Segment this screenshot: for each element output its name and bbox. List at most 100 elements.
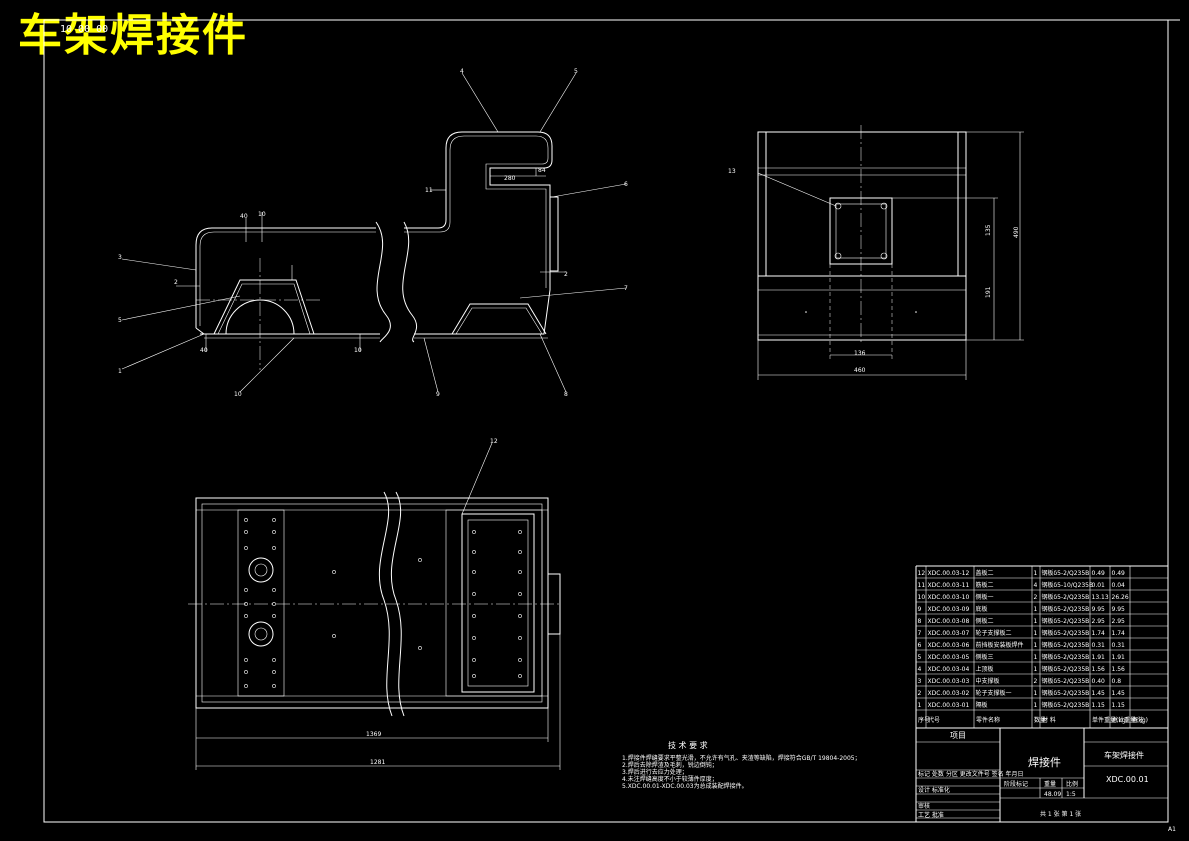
mounting-hole <box>418 646 422 650</box>
mounting-hole <box>244 546 248 550</box>
bom-cell-code: XDC.00.03-05 <box>928 654 970 661</box>
bom-cell-no: 9 <box>918 606 922 613</box>
title-block: 项目 焊接件 车架焊接件 XDC.00.01 阶段标记 重量 比例 48.09 … <box>915 727 1169 823</box>
bom-cell-w2: 9.95 <box>1112 606 1126 613</box>
bom-cell-name: 前挡板安装板焊件 <box>976 641 1024 649</box>
bom-cell-w2: 0.49 <box>1112 570 1126 577</box>
bom-cell-code: XDC.00.03-06 <box>928 642 970 649</box>
bom-cell-code: XDC.00.03-09 <box>928 606 970 613</box>
bom-cell-w2: 1.74 <box>1112 630 1126 637</box>
bom-cell-qty: 1 <box>1034 702 1038 709</box>
bom-cell-mat: 钢板δ5-2/Q235B <box>1042 677 1090 685</box>
dim-460: 460 <box>854 367 866 374</box>
bom-cell-qty: 1 <box>1034 654 1038 661</box>
bom-cell-code: XDC.00.03-12 <box>928 570 970 577</box>
sheet-size-label: A1 <box>1168 826 1176 833</box>
balloon-8: 8 <box>564 391 568 398</box>
mounting-hole <box>518 674 522 678</box>
bom-cell-qty: 1 <box>1034 570 1038 577</box>
bom-cell-no: 11 <box>918 582 926 589</box>
bom-cell-qty: 1 <box>1034 666 1038 673</box>
scale-label: 比例 <box>1066 780 1078 788</box>
mounting-hole <box>244 518 248 522</box>
mounting-hole <box>244 684 248 688</box>
bom-cell-code: XDC.00.03-04 <box>928 666 970 673</box>
bom-cell-w1: 0.01 <box>1092 582 1106 589</box>
bom-cell-code: XDC.00.03-07 <box>928 630 970 637</box>
dim-490: 490 <box>1013 226 1020 238</box>
bom-cell-name: 隔板 <box>976 701 988 709</box>
bom-cell-w1: 1.45 <box>1092 690 1106 697</box>
balloon-5: 5 <box>574 68 578 75</box>
tech-req-line-4: 4.未注焊缝高度不小于较薄件厚度； <box>622 775 718 783</box>
bom-cell-w1: 13.13 <box>1092 594 1109 601</box>
balloon-2: 5 <box>118 317 122 324</box>
bom-header-qty: 数量 <box>1034 716 1046 724</box>
bom-cell-mat: 钢板δ5-2/Q235B <box>1042 665 1090 673</box>
mounting-hole <box>272 530 276 534</box>
mounting-hole <box>272 588 276 592</box>
bom-cell-mat: 钢板δ5-10/Q235B <box>1042 581 1094 589</box>
mounting-hole <box>272 546 276 550</box>
bom-cell-no: 7 <box>918 630 922 637</box>
bom-header-w2: 总计重量(kg) <box>1112 716 1148 724</box>
balloon-2-dim: 2 <box>174 279 178 286</box>
bom-cell-code: XDC.00.03-01 <box>928 702 970 709</box>
bom-cell-name: 上顶板 <box>976 665 994 673</box>
mounting-hole <box>472 570 476 574</box>
balloon-10: 10 <box>234 391 242 398</box>
drawing-frame <box>43 19 1169 823</box>
process-row: 工艺 批准 <box>918 811 944 819</box>
weight-value: 48.09 <box>1044 791 1061 798</box>
mounting-hole <box>272 602 276 606</box>
mounting-hole <box>518 614 522 618</box>
bom-cell-name: 侧板一 <box>976 593 994 601</box>
mounting-hole <box>518 550 522 554</box>
mounting-hole <box>518 530 522 534</box>
bom-cell-w1: 0.40 <box>1092 678 1106 685</box>
balloon-13: 13 <box>728 168 736 175</box>
bom-cell-name: 底板 <box>976 605 988 613</box>
tech-req-title: 技 术 要 求 <box>668 740 708 750</box>
bom-cell-code: XDC.00.03-08 <box>928 618 970 625</box>
mounting-hole <box>472 614 476 618</box>
balloon-11: 11 <box>425 187 433 194</box>
front-view: 4 5 11 6 3 2 5 2 7 1 10 9 8 280 84 40 10… <box>118 68 628 398</box>
balloon-2-right: 2 <box>564 271 568 278</box>
bom-cell-w1: 0.31 <box>1092 642 1106 649</box>
bom-cell-w1: 1.74 <box>1092 630 1106 637</box>
bom-header-name: 零件名称 <box>976 716 1000 724</box>
bom-header-no: 序号 <box>918 716 930 724</box>
mounting-hole <box>518 592 522 596</box>
bom-cell-qty: 4 <box>1034 582 1038 589</box>
bom-cell-mat: 钢板δ5-2/Q235B <box>1042 605 1090 613</box>
bom-cell-name: 轮子支撑板一 <box>976 689 1012 697</box>
tech-req-line-1: 1.焊接件焊缝要求平整光滑，不允许有气孔、夹渣等缺陷，焊接符合GB/T 1980… <box>622 754 861 762</box>
bom-cell-qty: 2 <box>1034 594 1038 601</box>
mounting-hole <box>244 588 248 592</box>
stage-label: 阶段标记 <box>1004 780 1028 788</box>
bom-cell-mat: 钢板δ5-2/Q235B <box>1042 569 1090 577</box>
mounting-hole <box>518 658 522 662</box>
mounting-hole <box>472 658 476 662</box>
mounting-hole <box>332 570 336 574</box>
mounting-hole <box>272 684 276 688</box>
mounting-hole <box>244 614 248 618</box>
drawing-code-overlay: 10 00 00 <box>60 24 109 35</box>
tech-req-line-3: 3.焊后进行去应力处理； <box>622 768 688 776</box>
bom-cell-w1: 1.56 <box>1092 666 1106 673</box>
technical-requirements: 技 术 要 求 1.焊接件焊缝要求平整光滑，不允许有气孔、夹渣等缺陷，焊接符合G… <box>622 740 861 790</box>
bom-cell-mat: 钢板δ5-2/Q235B <box>1042 617 1090 625</box>
dim-84: 84 <box>538 167 546 174</box>
dim-1281: 1281 <box>370 759 385 766</box>
bom-cell-w2: 1.45 <box>1112 690 1126 697</box>
mounting-hole <box>272 670 276 674</box>
project-label: 项目 <box>950 731 966 740</box>
mounting-hole <box>244 658 248 662</box>
revision-row: 标记 处数 分区 更改文件号 签名 年月日 <box>918 770 1024 778</box>
balloon-3: 3 <box>118 254 122 261</box>
bom-header-mat: 材 料 <box>1042 716 1056 724</box>
bom-cell-w2: 1.91 <box>1112 654 1126 661</box>
